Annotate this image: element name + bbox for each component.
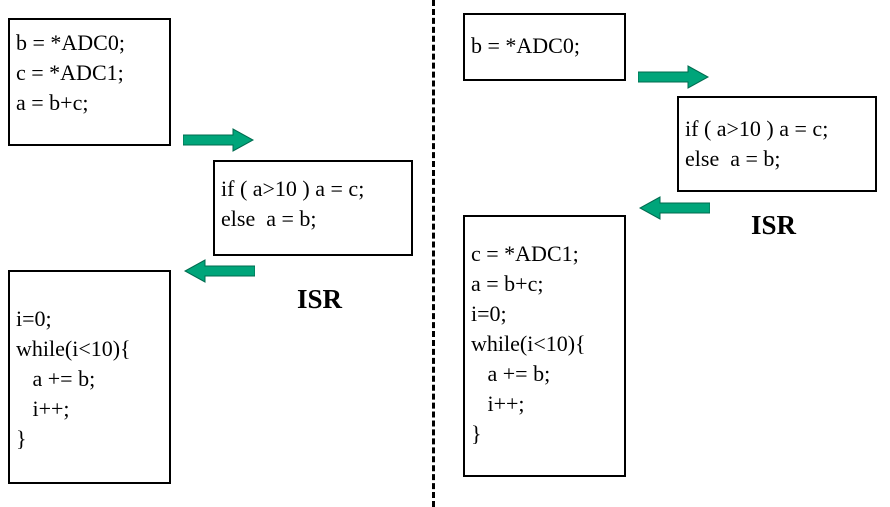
right-loop-code-box: c = *ADC1; a = b+c; i=0; while(i<10){ a …: [463, 215, 626, 477]
code-line: if ( a>10 ) a = c;: [685, 116, 829, 141]
code-line: a = b+c;: [471, 271, 544, 296]
dashed-divider: [432, 0, 435, 507]
code-line: i=0;: [16, 306, 52, 331]
code-line: c = *ADC1;: [16, 60, 124, 85]
code-line: while(i<10){: [471, 331, 586, 356]
arrow-left-icon: [638, 196, 710, 220]
arrow-right-icon: [638, 65, 710, 89]
code-line: i++;: [471, 391, 525, 416]
code-line: a = b+c;: [16, 90, 89, 115]
code-line: b = *ADC0;: [16, 30, 125, 55]
code-line: i++;: [16, 396, 70, 421]
code-line: }: [471, 421, 482, 446]
arrow-right-icon: [183, 128, 255, 152]
left-isr-label: ISR: [297, 284, 343, 314]
code-line: i=0;: [471, 301, 507, 326]
right-isr-label: ISR: [751, 210, 797, 240]
code-line: c = *ADC1;: [471, 241, 579, 266]
code-line: else a = b;: [685, 146, 781, 171]
arrow-left-icon: [183, 259, 255, 283]
left-isr-code-box: if ( a>10 ) a = c; else a = b;: [213, 160, 413, 256]
code-line: a += b;: [471, 361, 551, 386]
code-line: else a = b;: [221, 206, 317, 231]
code-line: b = *ADC0;: [471, 33, 580, 58]
left-loop-code-box: i=0; while(i<10){ a += b; i++; }: [8, 270, 171, 484]
code-line: a += b;: [16, 366, 96, 391]
code-line: }: [16, 426, 27, 451]
right-main-code-box: b = *ADC0;: [463, 13, 626, 81]
code-line: while(i<10){: [16, 336, 131, 361]
right-isr-code-box: if ( a>10 ) a = c; else a = b;: [677, 96, 877, 192]
code-line: if ( a>10 ) a = c;: [221, 176, 365, 201]
left-main-code-box: b = *ADC0; c = *ADC1; a = b+c;: [8, 18, 171, 146]
